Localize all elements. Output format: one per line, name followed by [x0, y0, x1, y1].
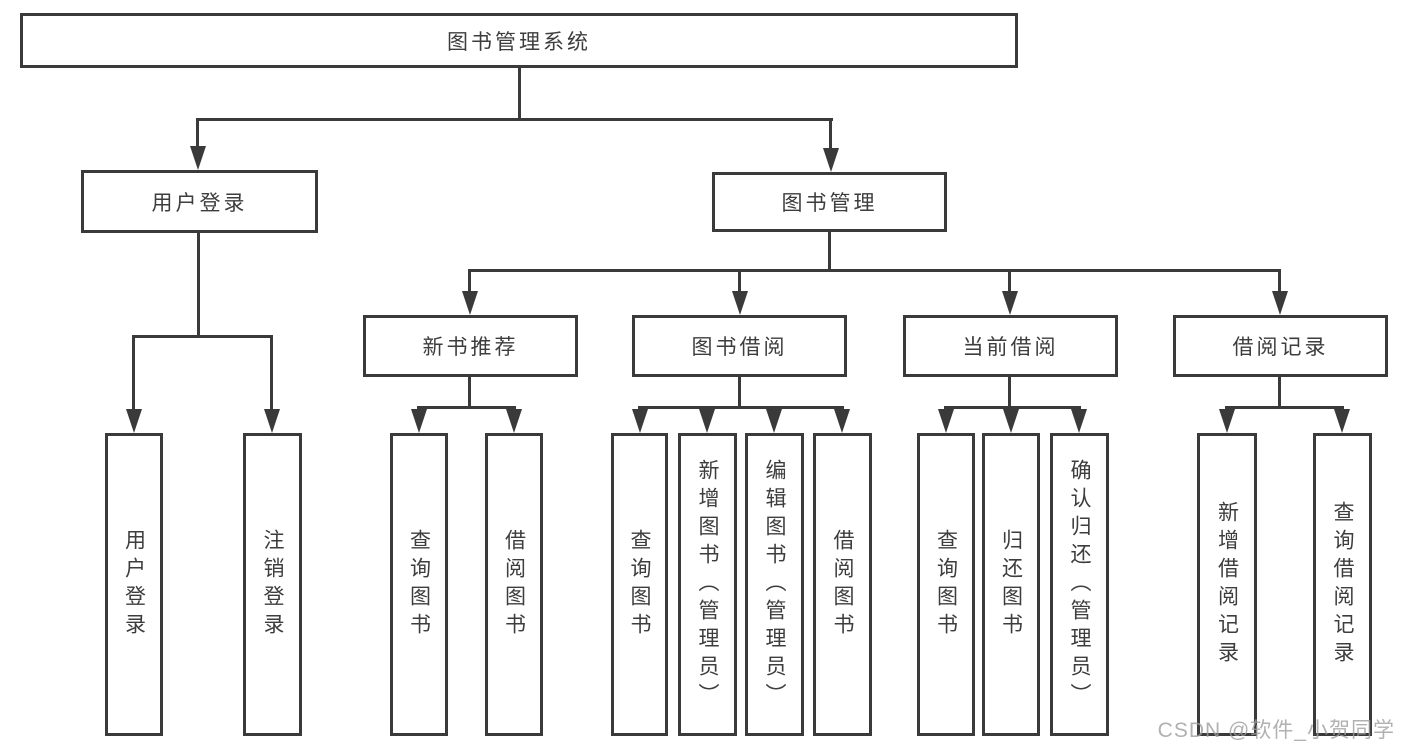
node-borrowing-records: 借阅记录 — [1173, 315, 1388, 377]
connector-line — [196, 120, 199, 150]
node-label: 用户登录 — [151, 191, 248, 215]
arrow-head-icon — [190, 146, 206, 170]
leaf-edit-book-admin: 编辑图书（管理员） — [745, 433, 804, 736]
watermark: CSDN @软件_小贺同学 — [1157, 719, 1395, 742]
connector-line — [132, 337, 135, 415]
node-label: 图书管理系统 — [447, 30, 591, 54]
leaf-label: 查询图书 — [407, 528, 431, 641]
leaf-borrow-books-recommend: 借阅图书 — [485, 433, 543, 736]
node-user-login: 用户登录 — [81, 170, 318, 233]
connector-line — [270, 337, 273, 415]
leaf-label: 确认归还（管理员） — [1068, 458, 1091, 711]
arrow-head-icon — [1219, 409, 1235, 433]
connector-line — [738, 377, 741, 408]
leaf-borrow-books-borrowing: 借阅图书 — [813, 433, 872, 736]
connector-line — [468, 269, 1281, 272]
node-library-management-system: 图书管理系统 — [20, 13, 1018, 68]
leaf-query-books-current: 查询图书 — [917, 433, 975, 736]
leaf-label: 归还图书 — [999, 528, 1023, 641]
leaf-query-borrow-record: 查询借阅记录 — [1313, 433, 1372, 736]
leaf-add-book-admin: 新增图书（管理员） — [678, 433, 737, 736]
arrow-head-icon — [1071, 409, 1087, 433]
leaf-return-books: 归还图书 — [982, 433, 1040, 736]
node-label: 新书推荐 — [422, 336, 519, 359]
connector-line — [944, 406, 1081, 409]
connector-line — [468, 271, 471, 295]
arrow-head-icon — [766, 409, 782, 433]
connector-line — [518, 68, 521, 120]
leaf-logout: 注销登录 — [243, 433, 302, 736]
leaf-query-books-borrowing: 查询图书 — [611, 433, 668, 736]
node-current-borrowing: 当前借阅 — [903, 315, 1118, 377]
arrow-head-icon — [506, 409, 522, 433]
arrow-head-icon — [411, 409, 427, 433]
leaf-label: 借阅图书 — [502, 528, 526, 641]
leaf-label: 查询借阅记录 — [1331, 500, 1354, 669]
arrow-head-icon — [462, 291, 478, 315]
arrow-head-icon — [1003, 409, 1019, 433]
arrow-head-icon — [1002, 291, 1018, 315]
arrow-head-icon — [126, 409, 142, 433]
node-label: 图书管理 — [781, 192, 878, 215]
leaf-label: 借阅图书 — [831, 528, 854, 641]
node-book-management: 图书管理 — [712, 172, 947, 232]
connector-line — [829, 120, 832, 152]
leaf-user-login: 用户登录 — [105, 433, 163, 736]
arrow-head-icon — [1272, 291, 1288, 315]
arrow-head-icon — [823, 148, 839, 172]
connector-line — [132, 335, 273, 338]
arrow-head-icon — [632, 409, 648, 433]
connector-line — [1008, 377, 1011, 408]
node-new-book-recommendation: 新书推荐 — [363, 315, 578, 377]
connector-line — [417, 406, 516, 409]
node-label: 图书借阅 — [691, 336, 788, 359]
arrow-head-icon — [834, 409, 850, 433]
leaf-label: 查询图书 — [628, 528, 651, 641]
arrow-head-icon — [1334, 409, 1350, 433]
node-book-borrowing: 图书借阅 — [632, 315, 847, 377]
leaf-confirm-return-admin: 确认归还（管理员） — [1050, 433, 1109, 736]
connector-line — [1278, 377, 1281, 408]
leaf-label: 新增图书（管理员） — [696, 458, 719, 711]
arrow-head-icon — [938, 409, 954, 433]
leaf-add-borrow-record: 新增借阅记录 — [1197, 433, 1257, 736]
arrow-head-icon — [699, 409, 715, 433]
leaf-label: 新增借阅记录 — [1215, 500, 1239, 669]
leaf-label: 查询图书 — [934, 528, 958, 641]
connector-line — [738, 271, 741, 295]
node-label: 借阅记录 — [1232, 336, 1329, 359]
arrow-head-icon — [264, 409, 280, 433]
connector-line — [638, 406, 844, 409]
node-label: 当前借阅 — [962, 336, 1059, 359]
connector-line — [1278, 271, 1281, 295]
connector-line — [828, 232, 831, 271]
arrow-head-icon — [732, 291, 748, 315]
leaf-label: 用户登录 — [122, 528, 146, 641]
connector-line — [196, 118, 833, 121]
leaf-label: 注销登录 — [261, 528, 284, 641]
connector-line — [197, 233, 200, 337]
connector-line — [468, 377, 471, 408]
connector-line — [1008, 271, 1011, 295]
leaf-label: 编辑图书（管理员） — [763, 458, 786, 711]
connector-line — [1225, 406, 1344, 409]
leaf-query-books-recommend: 查询图书 — [390, 433, 448, 736]
